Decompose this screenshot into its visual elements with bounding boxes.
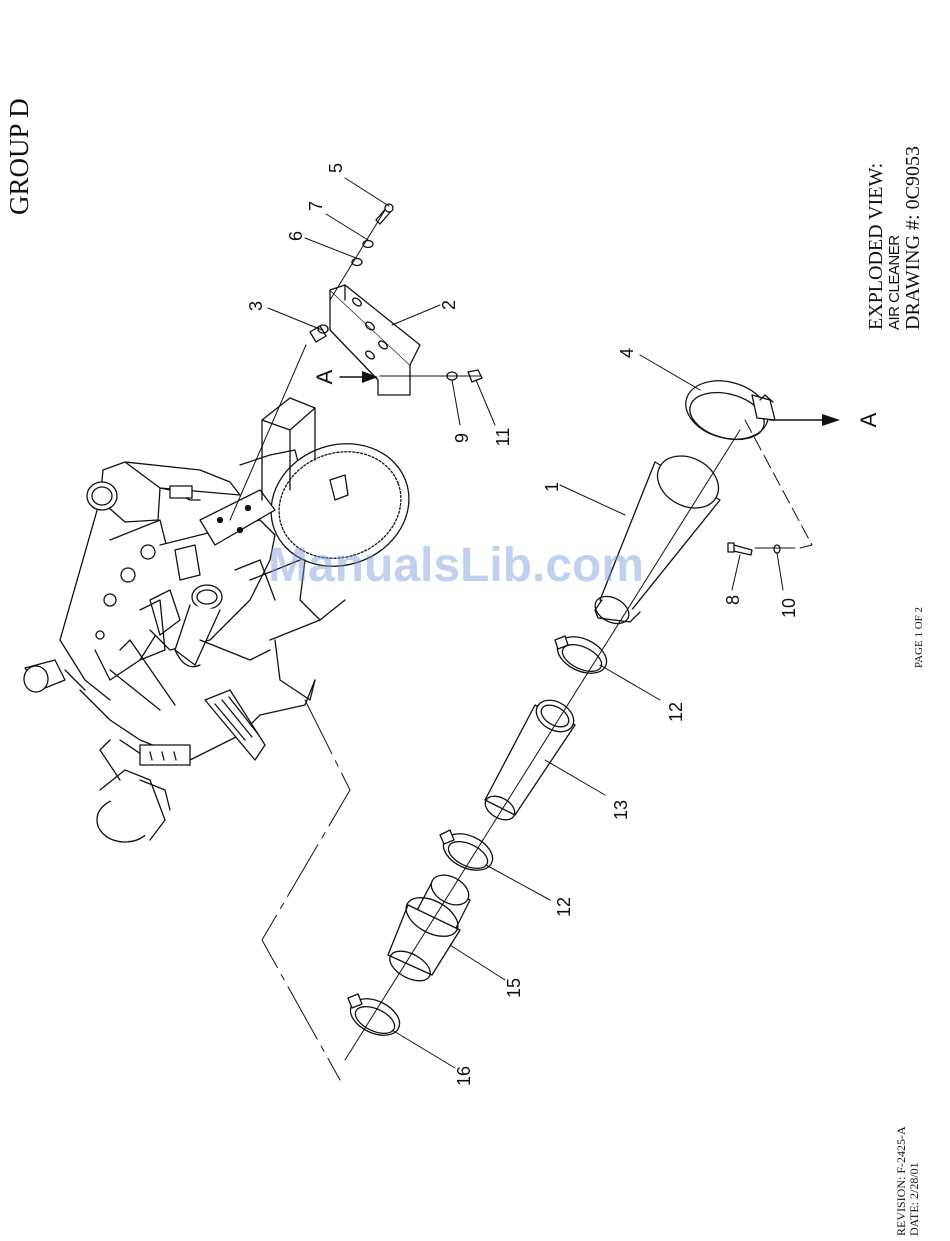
callout-5: 5 <box>326 163 346 173</box>
air-hose-part-13 <box>481 694 579 825</box>
drawing-number: DRAWING #: 0C9053 <box>903 146 924 330</box>
hose-clamp-part-16 <box>345 992 406 1043</box>
callout-10: 10 <box>779 598 799 618</box>
callout-13: 13 <box>611 800 631 820</box>
callout-12-upper: 12 <box>666 702 686 722</box>
title-block: EXPLODED VIEW: AIR CLEANER DRAWING #: 0C… <box>866 146 924 330</box>
callout-3: 3 <box>246 301 266 311</box>
callout-2: 2 <box>439 300 459 310</box>
mounting-bracket <box>330 285 420 395</box>
exploded-view-label: EXPLODED VIEW: <box>866 146 887 330</box>
spacer-part-3 <box>310 325 328 342</box>
section-mark-a-right: A <box>856 412 881 427</box>
callout-15: 15 <box>504 978 524 998</box>
drawing-subject: AIR CLEANER <box>887 146 903 330</box>
engine-assembly <box>24 398 426 842</box>
watermark-logo: ManualsLib.com <box>268 538 644 593</box>
callout-11: 11 <box>493 428 513 447</box>
hose-clamp-part-12-lower <box>438 827 499 878</box>
callout-16: 16 <box>454 1066 474 1086</box>
revision-date: DATE: 2/28/01 <box>908 1126 921 1236</box>
callout-8: 8 <box>723 595 743 605</box>
washer-part-10 <box>774 545 780 553</box>
page-indicator: PAGE 1 OF 2 <box>914 607 925 668</box>
callout-7: 7 <box>306 201 326 211</box>
bolt-part-8 <box>728 543 752 555</box>
section-mark-a-left: A <box>312 369 337 384</box>
revision-block: REVISION: F-2425-A DATE: 2/28/01 <box>895 1126 921 1236</box>
callout-9: 9 <box>452 433 472 443</box>
engine-bracket-bar <box>262 398 315 430</box>
mounting-band-clamp <box>679 372 775 448</box>
callout-12-lower: 12 <box>554 897 574 917</box>
adapter-part-15 <box>385 869 474 987</box>
callout-1: 1 <box>542 482 562 492</box>
callout-4: 4 <box>617 348 637 358</box>
hose-clamp-part-12-upper <box>552 630 613 681</box>
callout-6: 6 <box>286 231 306 241</box>
group-title: GROUP D <box>6 98 33 215</box>
